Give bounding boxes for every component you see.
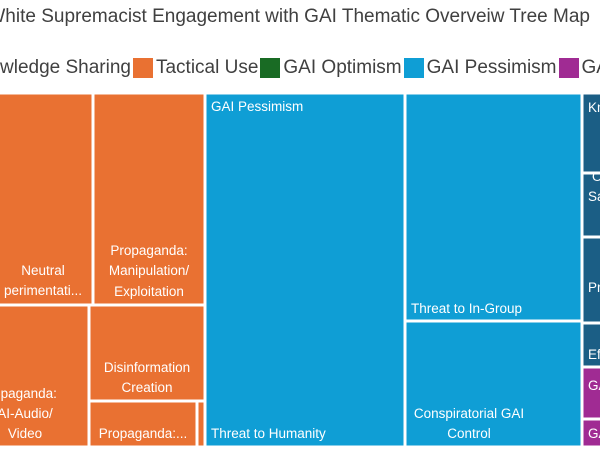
tile-label: O bbox=[592, 169, 600, 184]
tile-label: Exploitation bbox=[114, 284, 184, 299]
treemap-tile bbox=[89, 401, 197, 447]
group-header-label: GAI Pessimism bbox=[211, 99, 303, 114]
treemap-tile bbox=[582, 367, 600, 419]
tile-label: opaganda: bbox=[0, 386, 57, 401]
legend-label: GAI Optimism bbox=[283, 57, 402, 78]
tile-label: Sa bbox=[588, 189, 600, 204]
legend-swatch bbox=[132, 58, 153, 78]
legend-entry: GAI Pessimism bbox=[403, 57, 557, 79]
chart-title: White Supremacist Engagement with GAI Th… bbox=[0, 6, 590, 27]
treemap-tile bbox=[205, 93, 405, 447]
treemap-tile bbox=[93, 93, 205, 305]
tile-label: Video bbox=[8, 426, 42, 441]
tile-label: Threat to Humanity bbox=[211, 426, 326, 441]
treemap-tile bbox=[582, 173, 600, 237]
treemap-tile bbox=[582, 419, 600, 447]
legend-swatch bbox=[403, 58, 424, 78]
legend-entry: GAI Optimism bbox=[260, 57, 402, 79]
legend-label: Tactical Use bbox=[155, 57, 259, 78]
legend: wledge Sharing Tactical Use GAI Optimism GA… bbox=[0, 56, 600, 80]
treemap-tile bbox=[582, 93, 600, 173]
treemap-tile bbox=[405, 93, 582, 321]
treemap-tile bbox=[0, 305, 89, 447]
tile-label: Kn bbox=[588, 100, 600, 115]
tile-label: Disinformation bbox=[104, 360, 190, 375]
tile-label: GA bbox=[588, 378, 600, 393]
tile-label: perimentati... bbox=[4, 283, 82, 298]
tile-label: Conspiratorial GAI bbox=[414, 406, 524, 421]
legend-entry: GAI bbox=[558, 57, 600, 79]
legend-swatch bbox=[558, 58, 579, 78]
tile-label: AI-Audio/ bbox=[0, 406, 53, 421]
tile-label: Ef bbox=[588, 347, 600, 362]
legend-swatch bbox=[260, 58, 281, 78]
tile-label: Neutral bbox=[21, 263, 65, 278]
tile-label: Propaganda:... bbox=[99, 426, 188, 441]
tile-label: GA bbox=[588, 426, 600, 441]
legend-entry: Tactical Use bbox=[132, 57, 259, 79]
legend-entry: wledge Sharing bbox=[0, 57, 131, 79]
tile-label: Creation bbox=[121, 380, 172, 395]
treemap-tile bbox=[405, 321, 582, 447]
tile-label: Propaganda: bbox=[110, 243, 187, 258]
legend-label: GAI Pessimism bbox=[426, 57, 557, 78]
legend-label: GAI bbox=[581, 57, 600, 78]
tile-label: Threat to In-Group bbox=[411, 301, 522, 316]
tile-label: Control bbox=[447, 426, 491, 441]
tile-label: Pr bbox=[588, 280, 600, 295]
treemap-tile bbox=[582, 323, 600, 367]
legend-label: wledge Sharing bbox=[0, 57, 131, 78]
tile-label: Manipulation/ bbox=[109, 263, 190, 278]
treemap-tile bbox=[89, 305, 205, 401]
treemap-tile bbox=[582, 237, 600, 323]
treemap-tile bbox=[197, 401, 205, 447]
treemap-tile bbox=[0, 93, 93, 305]
